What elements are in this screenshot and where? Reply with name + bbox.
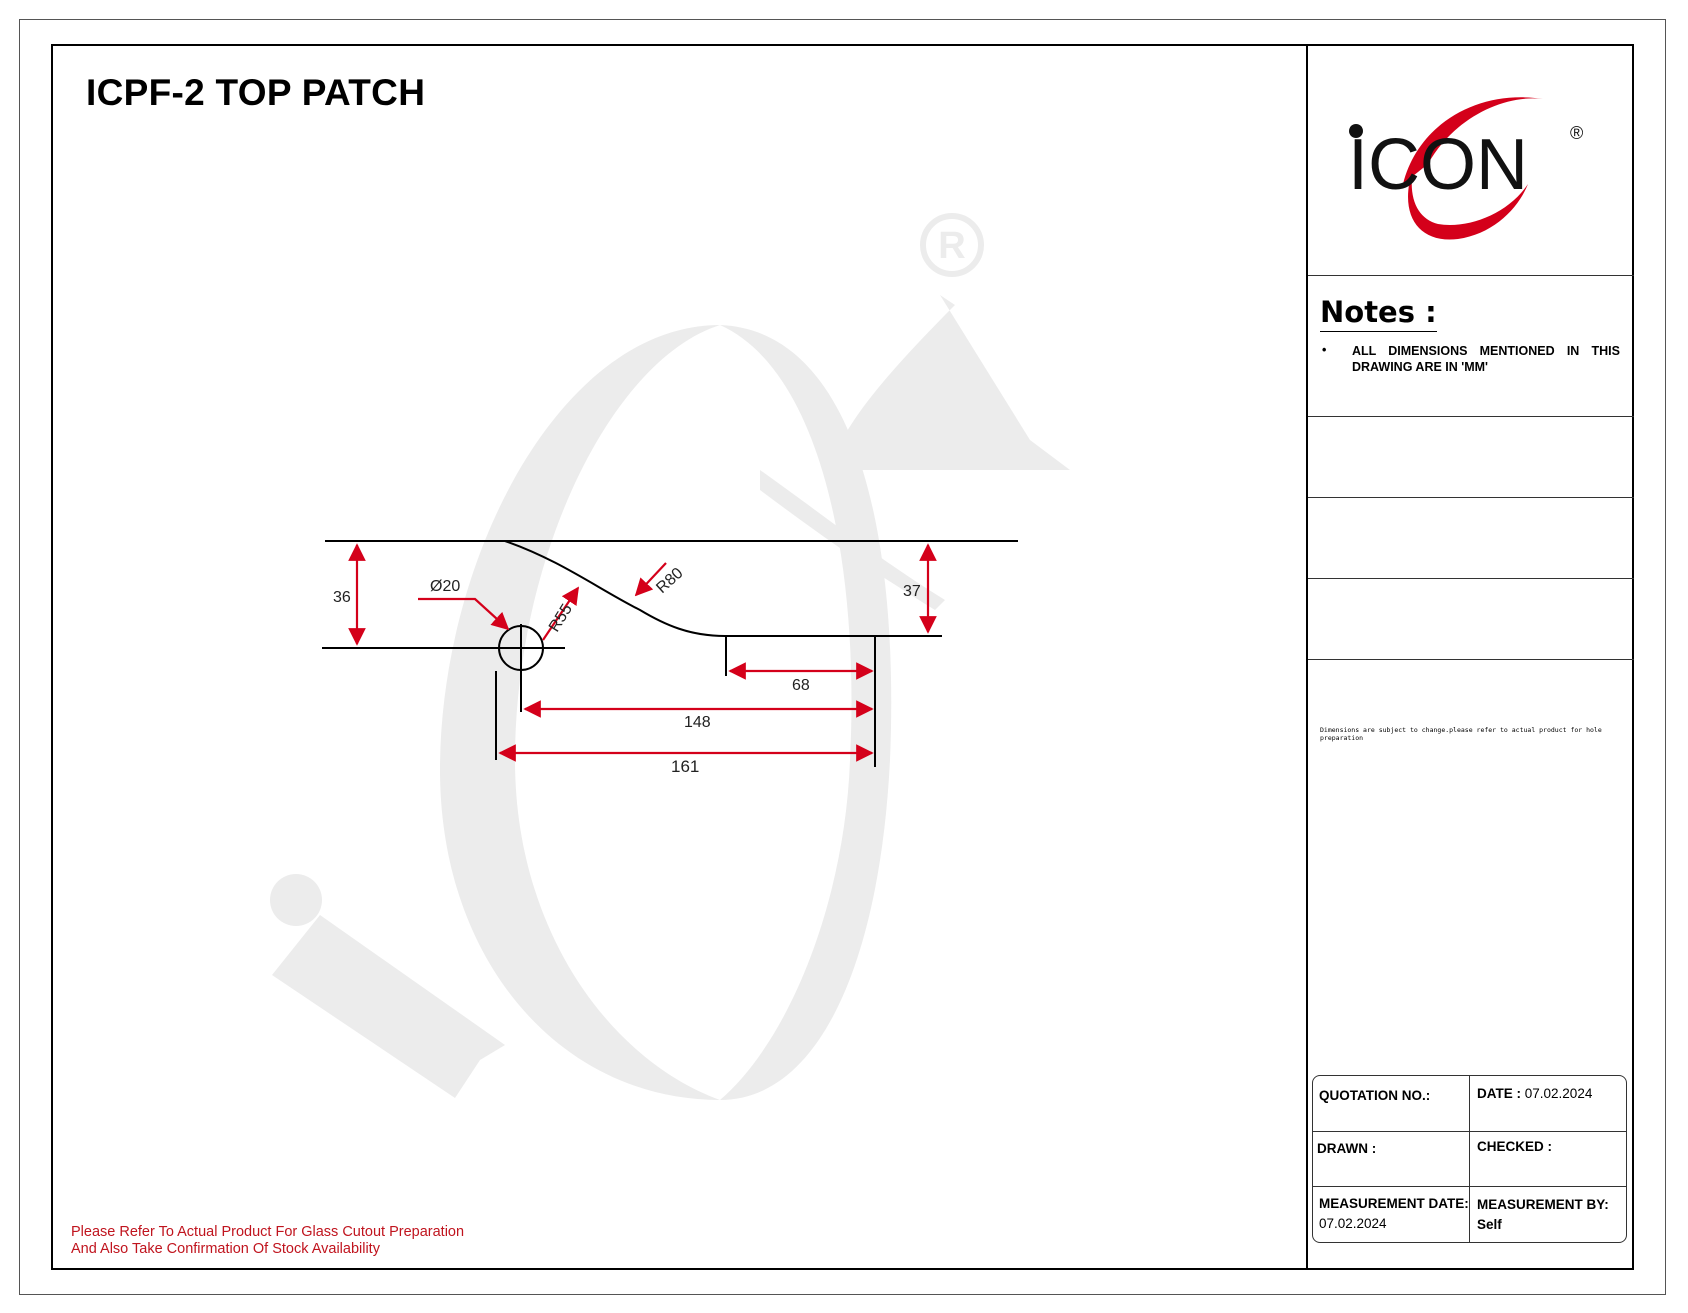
disclaimer-text: Dimensions are subject to change.please … [1320, 726, 1602, 742]
notes-heading: Notes : [1320, 295, 1437, 332]
drawing-frame [51, 44, 1634, 1270]
table-divider-1 [1313, 1131, 1626, 1132]
watermark-n-stroke [830, 295, 1070, 470]
quotation-label: QUOTATION NO.: [1319, 1088, 1431, 1103]
leader-hole [418, 597, 510, 631]
notes-bullet: • [1322, 343, 1327, 357]
dim-label-diameter: Ø20 [430, 578, 460, 595]
page-title: ICPF-2 TOP PATCH [86, 72, 426, 113]
notes-item-text: ALL DIMENSIONS MENTIONED IN THIS DRAWING… [1352, 344, 1620, 374]
measurement-date-cell: MEASUREMENT DATE: 07.02.2024 [1319, 1194, 1469, 1234]
quotation-cell: QUOTATION NO.: [1319, 1088, 1430, 1103]
footer-note-line-2: And Also Take Confirmation Of Stock Avai… [71, 1241, 380, 1257]
dim-label-148: 148 [684, 714, 711, 731]
logo-swoosh-bottom [1408, 169, 1528, 240]
measurement-by-label: MEASUREMENT BY: [1477, 1197, 1609, 1212]
measurement-by-value: Self [1477, 1217, 1502, 1232]
leader-r55 [542, 586, 579, 641]
blank-row-3 [1308, 578, 1634, 660]
title-block-panel: ICON ® Notes : • ALL DIMENSIONS MENTIONE… [1306, 44, 1634, 1270]
logo-wordmark: ICON [1348, 125, 1528, 205]
date-value: 07.02.2024 [1524, 1086, 1593, 1101]
dim-label-r55: R55 [546, 601, 576, 635]
drawn-cell: DRAWN : [1317, 1141, 1376, 1156]
curved-cut-profile [504, 540, 726, 637]
notes-item: • ALL DIMENSIONS MENTIONED IN THIS DRAWI… [1320, 343, 1620, 375]
footer-note-line-1: Please Refer To Actual Product For Glass… [71, 1224, 465, 1240]
logo-i-dot [1349, 124, 1363, 138]
notes-list: • ALL DIMENSIONS MENTIONED IN THIS DRAWI… [1320, 343, 1620, 375]
date-label: DATE : [1477, 1086, 1521, 1101]
watermark-o-arc [720, 325, 892, 1100]
dim-label-36: 36 [333, 589, 351, 606]
footer-note: Please Refer To Actual Product For Glass… [71, 1224, 464, 1258]
checked-cell: CHECKED : [1477, 1139, 1552, 1154]
leader-r80 [634, 562, 667, 597]
blank-row-1 [1308, 416, 1634, 498]
measurement-date-label: MEASUREMENT DATE: [1319, 1196, 1469, 1211]
svg-text:R: R [938, 225, 965, 267]
logo-registered-mark: ® [1570, 123, 1583, 143]
date-cell: DATE : 07.02.2024 [1477, 1086, 1592, 1101]
icon-logo: ICON ® [1348, 97, 1583, 240]
outer-frame [19, 19, 1666, 1295]
measurement-by-cell: MEASUREMENT BY: Self [1477, 1195, 1609, 1235]
dim-label-r80: R80 [653, 565, 686, 597]
watermark-registered [920, 213, 984, 277]
info-table: QUOTATION NO.: DATE : 07.02.2024 DRAWN :… [1312, 1075, 1627, 1243]
watermark-c-arc [440, 325, 720, 1100]
dim-label-68: 68 [792, 677, 810, 694]
drawn-label: DRAWN : [1317, 1141, 1377, 1156]
logo-swoosh-top [1403, 97, 1543, 184]
table-divider-2 [1313, 1186, 1626, 1187]
dim-label-37: 37 [903, 583, 921, 600]
measurement-date-value: 07.02.2024 [1319, 1216, 1387, 1231]
watermark-stem [272, 915, 505, 1098]
dim-label-161: 161 [671, 757, 699, 776]
watermark-dot [270, 874, 322, 926]
notes-section: Notes : • ALL DIMENSIONS MENTIONED IN TH… [1308, 275, 1634, 417]
table-divider-vertical [1469, 1076, 1470, 1242]
blank-row-2 [1308, 497, 1634, 579]
logo-section: ICON ® [1308, 44, 1634, 276]
checked-label: CHECKED : [1477, 1139, 1553, 1154]
